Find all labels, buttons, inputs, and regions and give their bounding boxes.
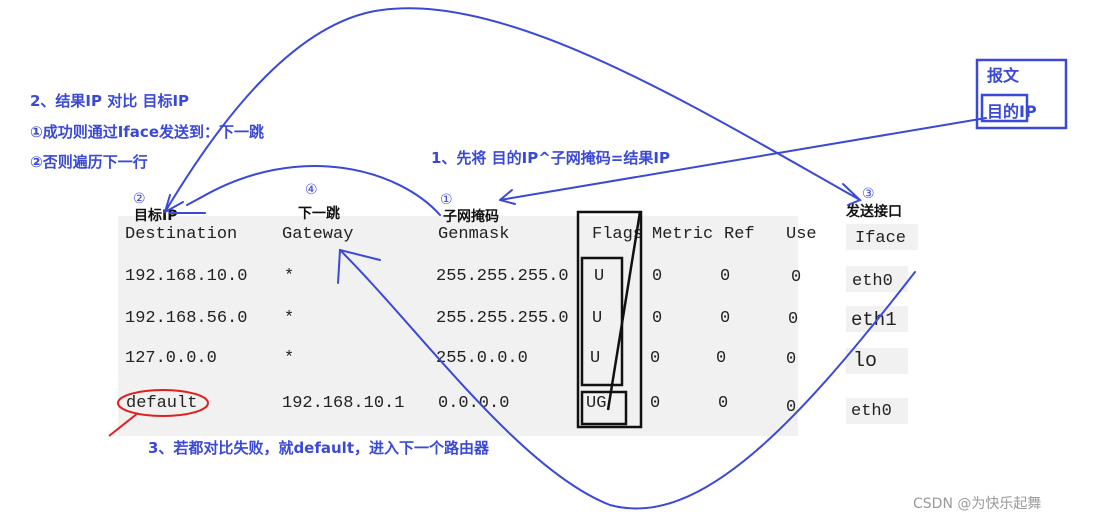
dest-ip-arrowhead	[499, 189, 516, 205]
table-cell-metric: 0	[652, 267, 663, 286]
table-cell-gateway: *	[284, 309, 295, 328]
loop-arrow-top	[164, 7, 861, 213]
table-cell-ref: 0	[720, 309, 731, 328]
subnet-mask-number: ①	[440, 192, 453, 208]
step3-text: 3、若都对比失败，就default，进入下一个路由器	[148, 439, 489, 457]
packet-dest-ip: 目的IP	[987, 102, 1037, 121]
table-cell-destination: 192.168.10.0	[125, 267, 248, 286]
header-gateway: Gateway	[282, 225, 354, 244]
step2-success: ①成功则通过Iface发送到：下一跳	[30, 123, 264, 141]
iface-header-background	[846, 224, 918, 250]
step2-else: ②否则遍历下一行	[30, 153, 148, 171]
mask-to-target-arc	[199, 165, 441, 216]
iface-cell-background	[846, 398, 908, 424]
header-metric: Metric	[652, 225, 714, 244]
default-highlight-ellipse	[117, 389, 209, 417]
table-cell-use: 0	[791, 268, 802, 287]
subnet-mask-label: 子网掩码	[443, 209, 499, 225]
header-destination: Destination	[125, 225, 238, 244]
header-flags: Flags	[592, 225, 644, 244]
table-cell-iface: lo	[853, 350, 878, 373]
table-cell-gateway: *	[284, 267, 295, 286]
table-cell-destination: default	[126, 394, 198, 413]
table-cell-genmask: 255.255.255.0	[436, 267, 569, 286]
flags-ug-box	[580, 390, 628, 426]
dest-ip-arrow	[499, 117, 987, 201]
table-cell-flags: U	[592, 309, 603, 328]
table-cell-gateway: 192.168.10.1	[282, 394, 405, 413]
table-cell-genmask: 255.255.255.0	[436, 309, 569, 328]
table-cell-use: 0	[786, 398, 797, 417]
packet-dest-box	[980, 93, 1029, 123]
flags-column-box	[576, 210, 643, 429]
loop-arrow-bottom	[339, 249, 916, 510]
packet-title: 报文	[987, 66, 1020, 85]
table-cell-ref: 0	[720, 267, 731, 286]
target-arrowhead	[164, 194, 184, 213]
next-hop-number: ④	[305, 182, 318, 198]
target-ip-number: ②	[133, 191, 146, 207]
gateway-arrowhead	[337, 248, 381, 284]
table-cell-destination: 127.0.0.0	[125, 349, 217, 368]
flags-diagonal-line	[606, 211, 642, 411]
table-cell-use: 0	[786, 350, 797, 369]
send-iface-number: ③	[862, 186, 875, 202]
table-cell-metric: 0	[652, 309, 663, 328]
table-cell-metric: 0	[650, 394, 661, 413]
table-cell-iface: eth0	[852, 272, 893, 291]
table-cell-use: 0	[788, 310, 799, 329]
next-hop-label: 下一跳	[298, 206, 340, 222]
loop-arrow-top-head	[842, 183, 862, 206]
table-cell-ref: 0	[718, 394, 729, 413]
table-cell-gateway: *	[284, 349, 295, 368]
header-use: Use	[786, 225, 817, 244]
watermark: CSDN @为快乐起舞	[913, 496, 1042, 512]
header-genmask: Genmask	[438, 225, 510, 244]
table-cell-flags: U	[590, 349, 601, 368]
table-cell-genmask: 255.0.0.0	[436, 349, 528, 368]
header-ref: Ref	[724, 225, 755, 244]
send-iface-label: 发送接口	[846, 204, 902, 220]
table-cell-metric: 0	[650, 349, 661, 368]
iface-cell-background	[846, 348, 908, 374]
table-cell-iface: eth0	[851, 402, 892, 421]
step1-text: 1、先将 目的IP^子网掩码=结果IP	[431, 149, 670, 167]
packet-box	[975, 58, 1068, 130]
routing-table-background	[118, 216, 798, 436]
iface-cell-background	[846, 266, 908, 292]
table-cell-flags: U	[594, 267, 605, 286]
header-iface: Iface	[855, 229, 907, 248]
table-cell-flags: UG	[586, 394, 607, 413]
step2-title: 2、结果IP 对比 目标IP	[30, 92, 190, 110]
table-cell-genmask: 0.0.0.0	[438, 394, 510, 413]
table-cell-destination: 192.168.56.0	[125, 309, 248, 328]
mask-to-target-tail	[186, 197, 201, 206]
table-cell-ref: 0	[716, 349, 727, 368]
table-cell-iface: eth1	[851, 309, 897, 331]
default-pointer-line	[108, 412, 139, 437]
